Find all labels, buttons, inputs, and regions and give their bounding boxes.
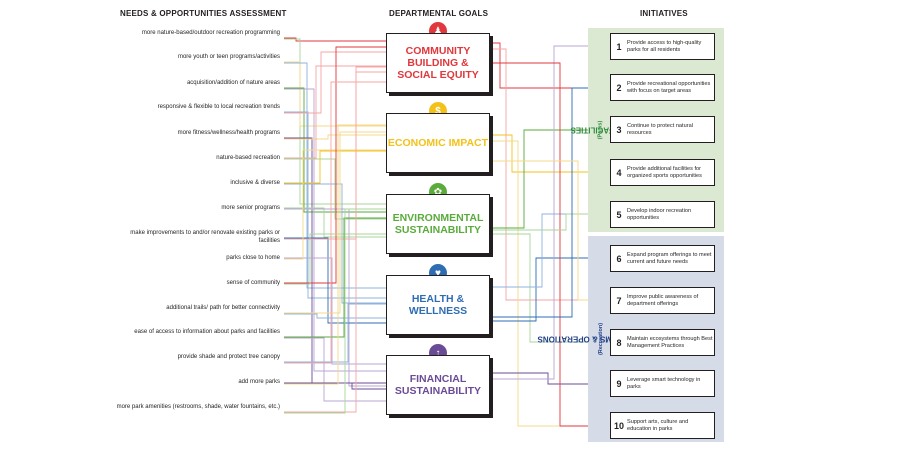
- connector-line: [284, 134, 386, 140]
- connector-line: [284, 61, 386, 127]
- connector-line: [284, 131, 386, 314]
- need-item: responsive & flexible to local recreatio…: [157, 104, 280, 110]
- need-item: parks close to home: [226, 255, 280, 261]
- need-item: more nature-based/outdoor recreation pro…: [141, 30, 280, 36]
- initiative-2: 2 Provide recreational opportunities with…: [610, 74, 715, 101]
- connector-line: [284, 158, 386, 220]
- initiative-number: 1: [616, 41, 622, 52]
- initiative-number: 8: [616, 337, 622, 348]
- need-item: acquisition/addition of nature areas: [186, 80, 280, 86]
- initiative-number: 9: [616, 378, 622, 389]
- connector-line: [284, 65, 386, 159]
- connector-line: [284, 81, 386, 364]
- goal-label: FINANCIAL SUSTAINABILITY: [394, 373, 482, 397]
- connector-line: [284, 237, 386, 324]
- need-item: sense of community: [226, 280, 280, 286]
- need-item: additional trails/ path for better conne…: [166, 305, 280, 311]
- need-item: inclusive & diverse: [230, 180, 280, 186]
- initiative-text: Provide recreational opportunities with …: [627, 81, 711, 94]
- connector-line: [284, 208, 386, 414]
- need-item: provide shade and protect tree canopy: [177, 354, 280, 360]
- need-item: more youth or teen programs/activities: [177, 54, 280, 60]
- goal-label: ENVIRONMENTAL SUSTAINABILITY: [392, 212, 484, 236]
- connector-line: [284, 111, 386, 299]
- need-item: add more parks: [238, 379, 280, 385]
- connector-line: [493, 372, 610, 385]
- initiative-text: Support arts, culture and education in p…: [627, 419, 689, 432]
- connector-line: [493, 134, 610, 173]
- initiative-number: 10: [613, 420, 624, 431]
- goals-column-header: DEPARTMENTAL GOALS: [389, 9, 489, 18]
- initiative-text: Develop indoor recreation opportunities: [627, 208, 692, 221]
- initiative-number: 5: [616, 209, 622, 220]
- need-item: ease of access to information about park…: [134, 329, 280, 335]
- connector-line: [493, 48, 610, 301]
- connector-line: [284, 208, 386, 387]
- initiative-text: Expand program offerings to meet current…: [627, 252, 712, 265]
- goal-environmental-sustainability: ENVIRONMENTAL SUSTAINABILITY: [386, 194, 490, 254]
- connector-line: [284, 51, 386, 114]
- initiatives-column-header: INITIATIVES: [640, 9, 688, 18]
- initiative-9: 9 Leverage smart technology in parks: [610, 370, 715, 397]
- connector-line: [284, 207, 386, 238]
- initiative-8: 8 Maintain ecosystems through Best Manage…: [610, 329, 715, 356]
- initiative-text: Provide additional facilities for organi…: [627, 166, 702, 179]
- need-item: more park amenities (restrooms, shade, w…: [116, 404, 280, 410]
- facilities-title: FACILITIES: [570, 125, 615, 135]
- initiative-text: Maintain ecosystems through Best Managem…: [627, 336, 713, 349]
- initiative-1: 1 Provide access to high-quality parks fo…: [610, 33, 715, 60]
- connector-line: [493, 45, 610, 380]
- initiative-number: 7: [616, 295, 622, 306]
- initiative-text: Continue to protect natural resources: [627, 123, 693, 136]
- initiative-text: Leverage smart technology in parks: [627, 377, 701, 390]
- goal-health-wellness: HEALTH & WELLNESS: [386, 275, 490, 335]
- goal-label: HEALTH & WELLNESS: [408, 293, 468, 317]
- need-item: nature-based recreation: [216, 155, 280, 161]
- initiative-number: 4: [616, 167, 622, 178]
- initiative-3: 3 Continue to protect natural resources: [610, 116, 715, 143]
- initiative-number: 2: [616, 82, 622, 93]
- connector-line: [284, 71, 386, 413]
- connector-line: [493, 129, 610, 229]
- connector-line: [284, 233, 386, 285]
- initiative-5: 5 Develop indoor recreation opportunities: [610, 201, 715, 228]
- initiative-4: 4 Provide additional facilities for organ…: [610, 159, 715, 186]
- need-item: make improvements to and/or renovate exi…: [130, 230, 280, 244]
- goal-economic-impact: ECONOMIC IMPACT: [386, 113, 490, 173]
- needs-column-header: NEEDS & OPPORTUNITIES ASSESSMENT: [120, 9, 287, 18]
- connector-line: [493, 257, 610, 322]
- initiative-text: Provide access to high-quality parks for…: [627, 40, 702, 53]
- initiative-6: 6 Expand program offerings to meet curren…: [610, 245, 715, 272]
- programs-panel-label: PROGRAMS & OPERATIONS(Recreation): [538, 236, 648, 442]
- initiative-number: 3: [616, 124, 622, 135]
- connector-line: [493, 233, 610, 343]
- connector-line: [284, 337, 386, 402]
- connector-line: [493, 42, 610, 89]
- connector-line: [284, 37, 386, 42]
- goal-financial-sustainability: FINANCIAL SUSTAINABILITY: [386, 355, 490, 415]
- connector-line: [284, 88, 386, 372]
- connector-line: [284, 149, 386, 260]
- connector-line: [284, 382, 386, 390]
- goal-label: ECONOMIC IMPACT: [387, 137, 489, 149]
- connector-line: [284, 183, 386, 304]
- connector-line: [284, 313, 386, 319]
- connector-line: [284, 303, 386, 363]
- connector-line: [284, 257, 386, 365]
- need-item: more fitness/wellness/health programs: [177, 130, 280, 136]
- goal-label: COMMUNITY BUILDING & SOCIAL EQUITY: [397, 45, 479, 81]
- initiative-number: 6: [616, 253, 622, 264]
- connector-line: [284, 124, 386, 385]
- connector-line: [284, 150, 386, 184]
- initiative-text: Improve public awareness of department o…: [627, 294, 699, 307]
- goal-community-building: COMMUNITY BUILDING & SOCIAL EQUITY: [386, 33, 490, 93]
- connector-line: [493, 62, 610, 427]
- connector-line: [284, 217, 386, 338]
- facilities-panel-label: FACILITIES(Parks): [571, 28, 614, 232]
- need-item: more senior programs: [221, 205, 280, 211]
- connector-line: [284, 62, 386, 289]
- initiative-7: 7 Improve public awareness of department …: [610, 287, 715, 314]
